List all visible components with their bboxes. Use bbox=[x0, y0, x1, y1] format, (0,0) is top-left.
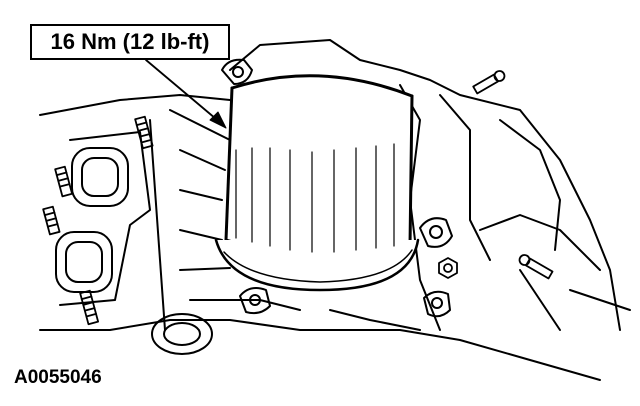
manifold-gaskets bbox=[55, 131, 151, 306]
torque-spec-callout: 16 Nm (12 lb-ft) bbox=[30, 24, 230, 60]
figure-id-label: A0055046 bbox=[14, 367, 102, 388]
mounting-bosses bbox=[221, 58, 453, 318]
oil-filter-icon bbox=[214, 74, 420, 292]
mounting-studs bbox=[42, 70, 554, 326]
drain-port bbox=[151, 313, 213, 355]
callout-leader-arrow bbox=[145, 59, 227, 129]
